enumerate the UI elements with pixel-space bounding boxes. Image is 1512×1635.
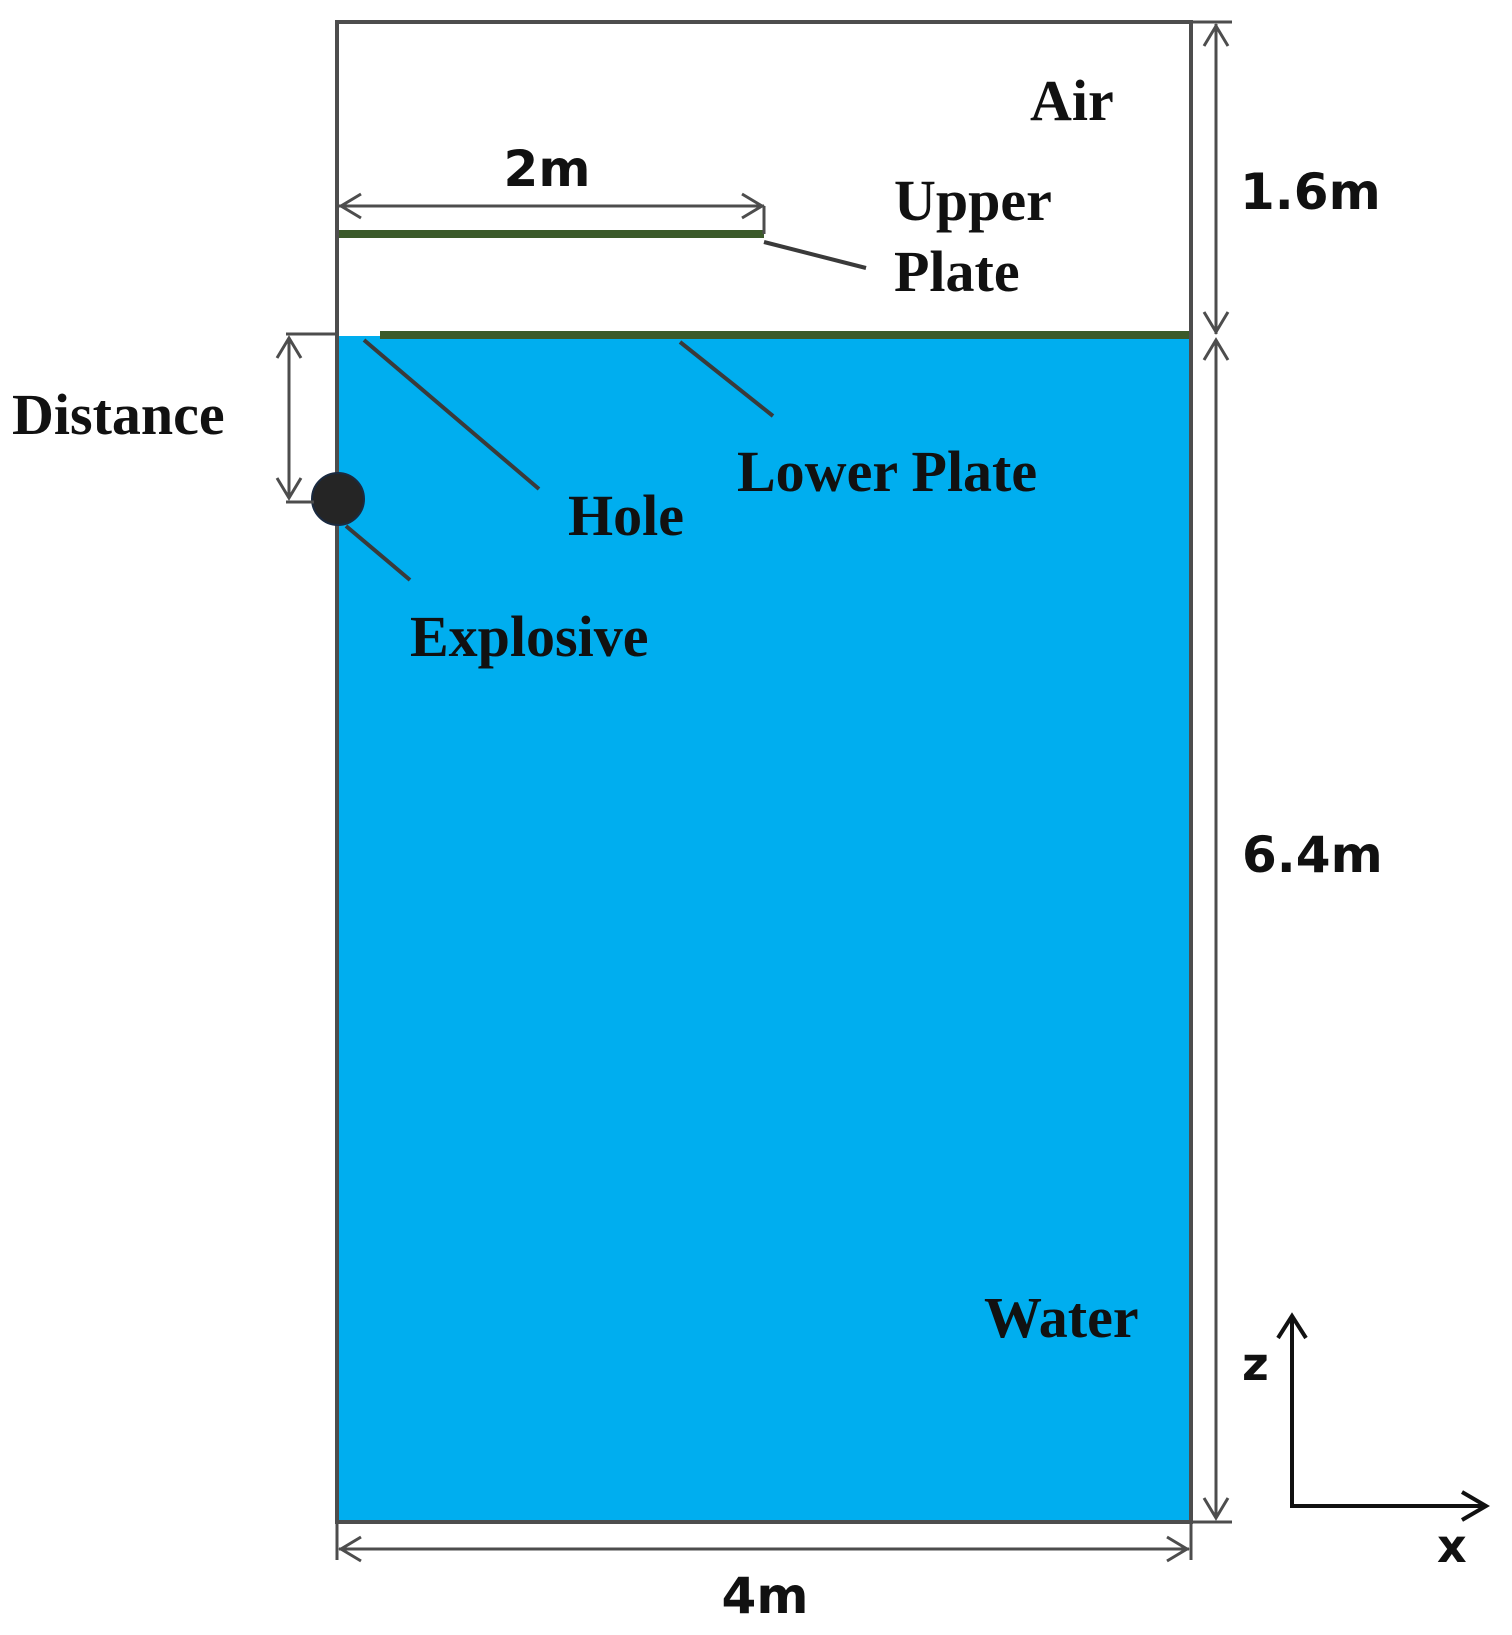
upper-plate-label-line1: Upper [894, 168, 1052, 233]
x-axis-label: x [1437, 1519, 1467, 1573]
dimension-6-4m-label: 6.4m [1242, 826, 1383, 884]
dimension-upper-plate-width [338, 192, 766, 234]
dimension-standoff-distance [275, 332, 337, 504]
domain-frame [335, 20, 1193, 1524]
explosive-charge [311, 472, 365, 526]
coordinate-axes [1276, 1312, 1490, 1522]
hole-leader [362, 338, 541, 491]
dimension-1-6m-label: 1.6m [1240, 163, 1381, 221]
dimension-4m-label: 4m [722, 1567, 809, 1625]
air-label: Air [1030, 68, 1114, 133]
explosive-leader [344, 524, 412, 582]
lower-plate-label: Lower Plate [737, 439, 1037, 504]
water-region [337, 336, 1191, 1522]
upper-plate-leader [763, 240, 867, 270]
lower-plate-leader [678, 340, 775, 418]
dimension-2m-label: 2m [504, 140, 591, 198]
explosive-label: Explosive [410, 604, 649, 669]
dimension-domain-width [335, 1522, 1193, 1563]
hole-label: Hole [568, 483, 684, 548]
distance-label: Distance [12, 382, 225, 447]
dimension-air-height [1191, 20, 1232, 335]
upper-plate-label-line2: Plate [894, 239, 1020, 304]
dimension-water-height [1191, 337, 1232, 1524]
water-label: Water [984, 1285, 1139, 1350]
z-axis-label: z [1242, 1337, 1269, 1391]
